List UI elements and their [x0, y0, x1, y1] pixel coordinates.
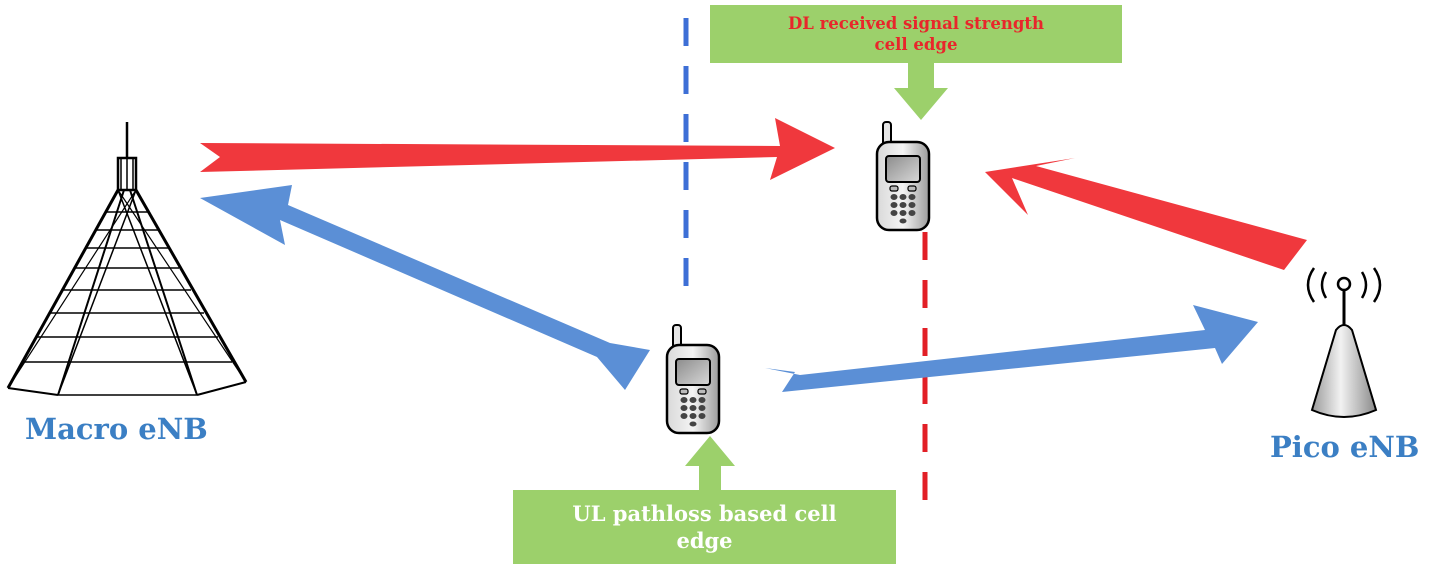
ul-arrow-ue-to-pico	[765, 305, 1258, 392]
ul-callout-line1: UL pathloss based cell	[572, 500, 837, 526]
dl-callout-line1: DL received signal strength	[787, 13, 1045, 33]
dl-cell-edge-callout: DL received signal strength cell edge	[710, 5, 1122, 63]
ue-phone-top-icon	[875, 120, 931, 232]
dl-arrow-macro-to-ue	[200, 118, 835, 180]
pico-base-station-icon	[1306, 267, 1382, 418]
ul-callout-line2: edge	[676, 528, 733, 553]
dl-callout-pointer-arrow	[894, 63, 948, 120]
lattice-tower-icon	[6, 122, 248, 396]
ul-cell-edge-callout: UL pathloss based cell edge	[513, 490, 896, 564]
dl-callout-line2: cell edge	[874, 35, 958, 54]
macro-enb-label: Macro eNB	[25, 412, 208, 446]
ul-callout-pointer-arrow	[685, 436, 735, 490]
dl-arrow-pico-to-ue	[985, 158, 1307, 270]
ue-phone-bottom-icon	[665, 323, 721, 435]
pico-enb-label: Pico eNB	[1270, 430, 1420, 464]
ul-arrow-ue-to-macro	[200, 185, 650, 390]
